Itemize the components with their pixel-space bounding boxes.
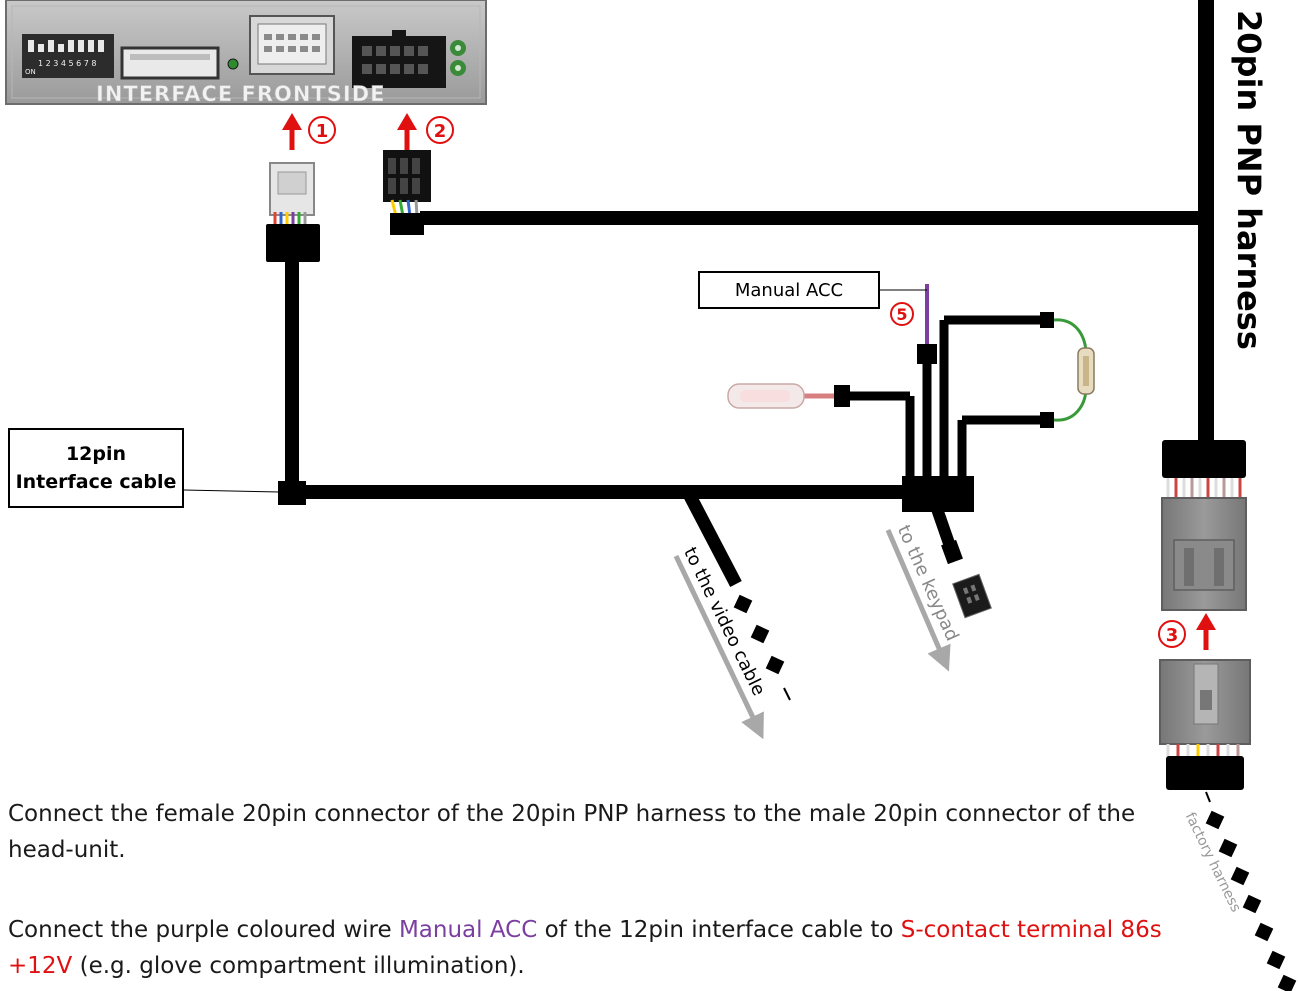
step-3-number: 3: [1166, 625, 1179, 646]
cable-label-line1: 12pin: [65, 443, 127, 465]
cable-network: [278, 0, 1214, 588]
step-1-arrow: 1: [282, 113, 336, 150]
ribbon-socket: [120, 46, 220, 80]
pnp-female-connector: [1161, 440, 1247, 611]
manual-acc-label: Manual ACC: [698, 271, 880, 309]
fuse-holder: [1040, 312, 1095, 428]
dip-switch-block: 1 2 3 4 5 6 7 8 ON: [22, 34, 114, 78]
interface-frontside-panel: 1 2 3 4 5 6 7 8 ON INTERFACE: [5, 0, 487, 106]
instruction-pnp: Connect the female 20pin connector of th…: [8, 801, 1136, 863]
step-3-arrow: 3: [1158, 613, 1216, 650]
video-direction-arrow: [673, 554, 764, 740]
manual-acc-wire: 5: [880, 284, 937, 364]
instr-acc-mid: of the 12pin interface cable to: [537, 917, 901, 943]
wire-hub: [902, 476, 974, 512]
instr-acc-post: (e.g. glove compartment illumination).: [72, 953, 525, 979]
cable-label-leader: [183, 489, 281, 493]
dip-on-label: ON: [25, 68, 36, 76]
connector-12pin-plug: [266, 162, 320, 262]
interface-cable-label: 12pin Interface cable: [8, 428, 184, 508]
status-led: [227, 58, 239, 70]
factory-male-connector: [1159, 659, 1251, 790]
instr-acc-terminal: S-contact terminal 86s +12V: [8, 917, 1162, 979]
cable-junction: [278, 481, 306, 505]
connector-10pin-plug: [383, 150, 431, 235]
socket-12pin: [249, 15, 335, 75]
instr-acc-pre: Connect the purple coloured wire: [8, 917, 399, 943]
instruction-acc: Connect the purple coloured wire Manual …: [8, 912, 1188, 984]
pnp-harness-label: 20pin PNP harness: [1230, 10, 1268, 350]
instr-acc-wire: Manual ACC: [398, 917, 538, 943]
step-5-number: 5: [896, 305, 907, 324]
socket-10pin: [352, 30, 446, 88]
video-cable-dashes: [733, 594, 791, 701]
step-2-number: 2: [434, 121, 447, 142]
spade-terminal: [727, 383, 850, 409]
dip-numbers: 1 2 3 4 5 6 7 8: [38, 59, 97, 68]
factory-harness-dashes: [1205, 791, 1297, 991]
interface-frontside-label: INTERFACE FRONTSIDE: [96, 82, 385, 106]
step-1-number: 1: [316, 121, 329, 142]
step-2-arrow: 2: [397, 113, 454, 150]
cable-label-line2: Interface cable: [15, 471, 177, 493]
keypad-connector: [941, 539, 992, 619]
keypad-direction-arrow: [885, 529, 951, 672]
